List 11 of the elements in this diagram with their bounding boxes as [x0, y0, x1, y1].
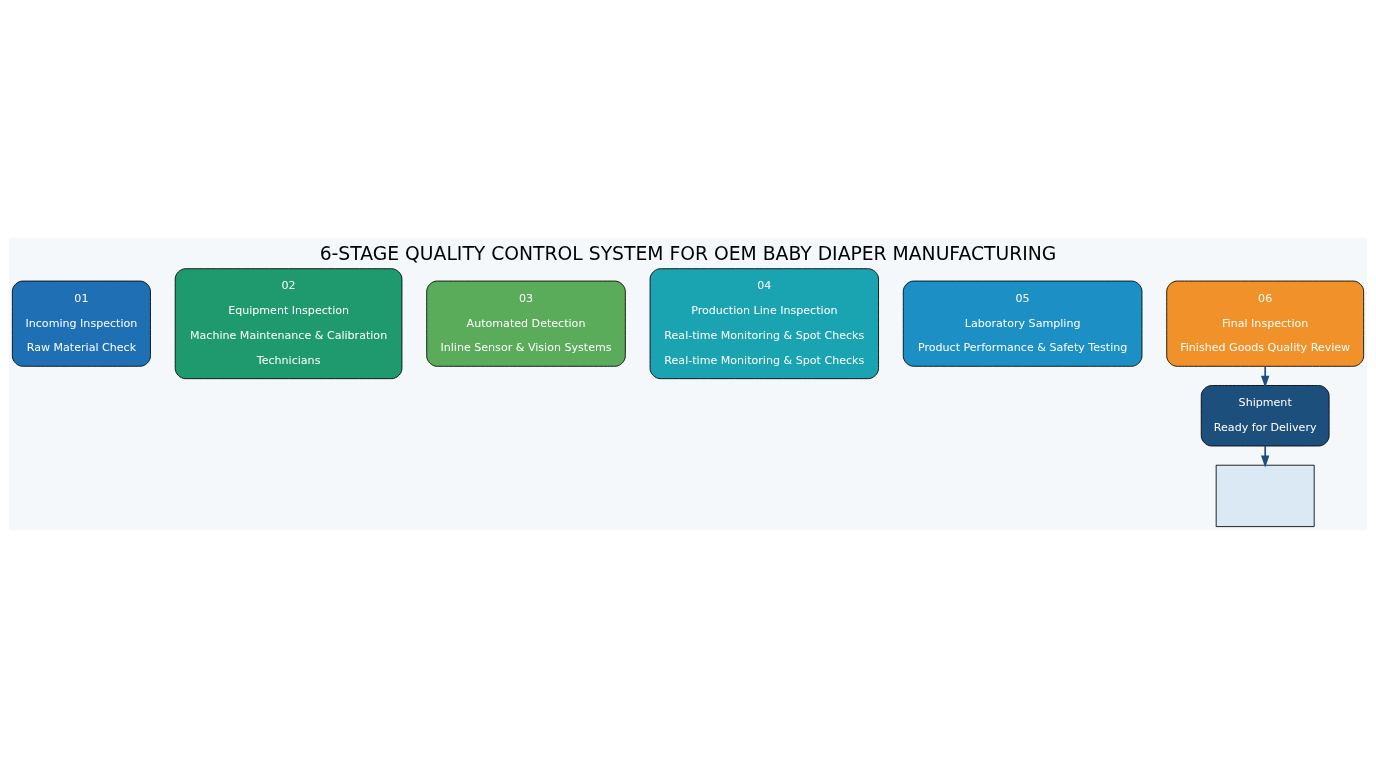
node-box: 04 Production Line Inspection Real-time Monitoring & Spot Checks Real-time Monitoring & Spot Checks — [649, 268, 879, 380]
node-box — [1215, 464, 1315, 527]
diagram-title: 6-STAGE QUALITY CONTROL SYSTEM FOR OEM BABY DIAPER MANUFACTURING — [319, 242, 1057, 264]
node-box: Shipment Ready for Delivery — [1200, 385, 1330, 447]
node-box: 01 Incoming Inspection Raw Material Check — [11, 280, 151, 367]
arrow — [1261, 365, 1270, 388]
node-box: 02 Equipment Inspection Machine Maintenance & Calibration Technicians — [174, 268, 403, 380]
node-box: 03 Automated Detection Inline Sensor & Vision Systems — [426, 280, 626, 367]
node-box: 06 Final Inspection Finished Goods Quality Review — [1166, 280, 1365, 367]
node-box: 05 Laboratory Sampling Product Performance & Safety Testing — [902, 280, 1143, 367]
arrow — [1261, 445, 1270, 468]
